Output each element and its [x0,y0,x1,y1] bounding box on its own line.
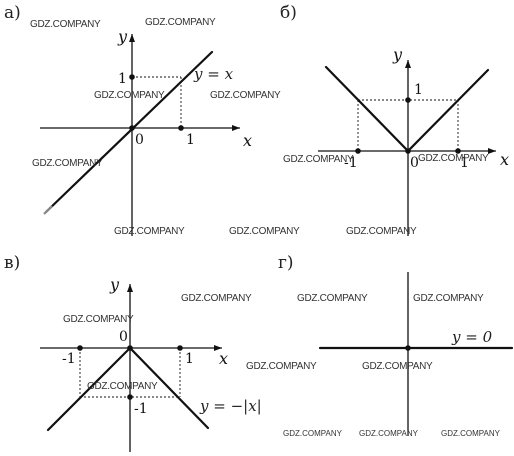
watermark: GDZ.COMPANY [283,429,343,438]
watermark: GDZ.COMPANY [346,226,417,237]
panel-b-label: б) [280,3,297,23]
panel-c: в) y x 0 -1 1 -1 y = −|x| [4,253,262,452]
panel-a-label: а) [4,3,21,23]
panel-c-y-label: y [109,275,120,294]
panel-b-tick-y1: 1 [414,82,423,98]
panel-b-x-arrow [488,148,496,154]
panel-a-x-arrow [232,125,240,131]
panel-b-origin-label: 0 [410,155,419,171]
panel-b-point-x-neg1 [355,148,361,154]
panel-c-label: в) [4,253,20,273]
panel-c-tick-x1: 1 [185,351,194,367]
panel-c-x-arrow [214,345,222,351]
watermark: GDZ.COMPANY [32,158,103,169]
panel-c-origin-label: 0 [119,329,128,345]
watermark: GDZ.COMPANY [418,153,489,164]
panel-b-x-label: x [500,150,509,169]
panel-b-origin-point [405,148,411,154]
watermark: GDZ.COMPANY [362,361,433,372]
watermark: GDZ.COMPANY [63,314,134,325]
panel-a-y-arrow [129,34,135,42]
panel-d: г) y = 0 [278,253,514,436]
watermark: GDZ.COMPANY [94,90,165,101]
panel-c-tick-x-neg1: -1 [62,351,76,367]
watermark: GDZ.COMPANY [413,293,484,304]
watermark: GDZ.COMPANY [30,19,101,30]
panel-a-equation: y = x [193,65,234,83]
panel-c-x-label: x [219,349,228,368]
panel-b-graph-line [324,65,490,153]
watermark: GDZ.COMPANY [246,361,317,372]
panel-c-y-arrow [127,284,133,292]
watermark: GDZ.COMPANY [283,154,354,165]
panel-c-point-x-neg1 [77,345,83,351]
panel-b-y-arrow [405,60,411,68]
panel-a-y-label: y [117,27,128,46]
panel-a-origin-point [129,125,135,131]
panel-a-graph-line [44,50,214,214]
watermark: GDZ.COMPANY [297,293,368,304]
panel-d-origin-point [405,345,411,351]
panel-b-tick-x-neg1: -1 [344,155,358,171]
panel-c-point-y-neg1 [127,394,133,400]
panel-b-point-x1 [455,148,461,154]
watermark: GDZ.COMPANY [181,293,252,304]
panel-a: а) y x 1 1 0 y = x [4,3,252,236]
watermark: GDZ.COMPANY [229,226,300,237]
panel-d-equation: y = 0 [451,328,493,346]
panel-b: б) y x 1 -1 1 0 [280,3,509,236]
panel-c-tick-y-neg1: -1 [134,401,148,417]
panel-a-point-x1 [178,125,184,131]
watermark: GDZ.COMPANY [114,226,185,237]
panel-b-y-label: y [392,45,403,64]
watermark: GDZ.COMPANY [359,429,419,438]
watermark: GDZ.COMPANY [87,381,158,392]
watermarks: GDZ.COMPANY GDZ.COMPANY GDZ.COMPANY GDZ.… [30,17,501,438]
watermark: GDZ.COMPANY [145,17,216,28]
panel-a-origin-label: 0 [135,132,144,148]
watermark: GDZ.COMPANY [441,429,501,438]
panel-b-point-y1 [405,97,411,103]
panel-a-graph-line-tail [43,205,53,215]
panel-c-point-x1 [177,345,183,351]
panel-a-point-y1 [129,74,135,80]
panel-a-tick-y1: 1 [118,71,127,87]
panel-d-label: г) [278,253,294,273]
panel-a-x-label: x [243,131,252,150]
panel-c-equation: y = −|x| [199,397,262,415]
watermark: GDZ.COMPANY [210,90,281,101]
panel-a-tick-x1: 1 [186,132,195,148]
panel-b-tick-x1: 1 [460,155,469,171]
panel-c-origin-point [127,345,133,351]
